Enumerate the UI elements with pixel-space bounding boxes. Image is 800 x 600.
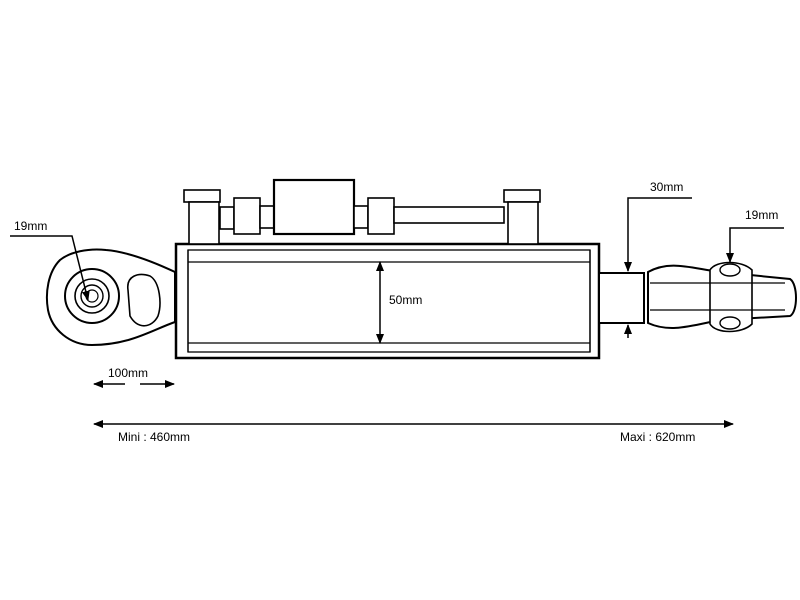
right-ball-joint: [647, 261, 797, 333]
hydraulic-line: [183, 178, 541, 245]
left-eye-dimension-label: 19mm: [14, 219, 48, 233]
dim-right-ball-leader: [726, 227, 784, 263]
left-eye-end: [45, 248, 176, 347]
max-length-label: Maxi : 620mm: [620, 430, 696, 444]
cylinder-barrel: [174, 242, 601, 360]
piston-rod: [598, 272, 645, 324]
min-length-label: Mini : 460mm: [118, 430, 191, 444]
eye-width-dimension-label: 100mm: [108, 366, 149, 380]
bore-dimension-label: 50mm: [389, 293, 423, 307]
dimension-lines: [10, 197, 784, 428]
right-ball-dimension-label: 19mm: [745, 208, 779, 222]
dim-rod-leader: [624, 197, 692, 272]
dim-left-eye-leader: [10, 235, 90, 301]
rod-dimension-label: 30mm: [650, 180, 684, 194]
